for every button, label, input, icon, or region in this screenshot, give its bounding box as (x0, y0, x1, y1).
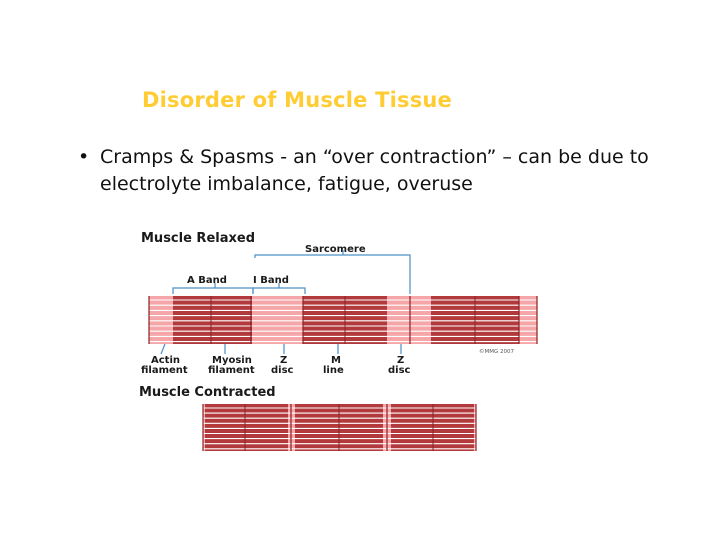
label-a-band: A Band (187, 275, 227, 286)
label-actin: Actin (151, 355, 180, 366)
label-myosin: Myosin (212, 355, 252, 366)
relaxed-myofibril (148, 296, 538, 344)
pointer-lines (160, 343, 402, 355)
slide-title: Disorder of Muscle Tissue (142, 88, 452, 112)
bullet-marker: • (78, 146, 90, 168)
label-z-disc-2-sub: disc (388, 365, 411, 376)
label-actin-filament: filament (141, 365, 188, 376)
label-z-disc-1-sub: disc (271, 365, 294, 376)
label-z-disc-1: Z (280, 355, 287, 366)
label-i-band: I Band (253, 275, 289, 286)
label-muscle-contracted: Muscle Contracted (139, 385, 276, 400)
label-z-disc-2: Z (397, 355, 404, 366)
label-muscle-relaxed: Muscle Relaxed (141, 231, 255, 246)
label-myosin-filament: filament (208, 365, 255, 376)
bullet-text: Cramps & Spasms - an “over contraction” … (100, 146, 649, 195)
label-copyright: ©MMG 2007 (479, 348, 514, 355)
label-m-line-sub: line (323, 365, 344, 376)
label-m-line: M (331, 355, 341, 366)
muscle-diagram: Muscle Relaxed Sarcomere A Band I Band A… (139, 231, 538, 451)
label-sarcomere: Sarcomere (305, 244, 366, 255)
sarcomere-bracket (172, 250, 411, 294)
contracted-myofibril (202, 404, 477, 451)
